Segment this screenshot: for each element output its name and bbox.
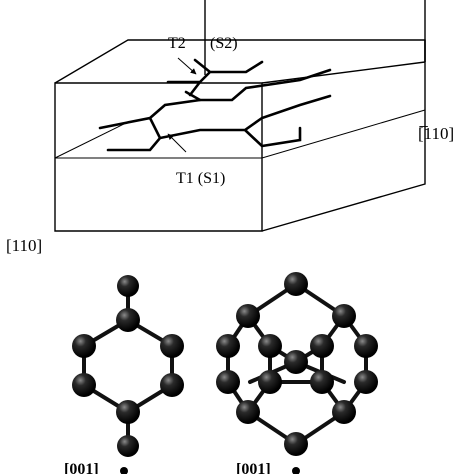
atoms-left bbox=[72, 275, 184, 457]
atom bbox=[310, 334, 334, 358]
atom bbox=[332, 304, 356, 328]
atom-model-right: [001] bbox=[216, 272, 378, 474]
upper-plane bbox=[204, 0, 426, 75]
atom bbox=[116, 308, 140, 332]
crystal-block: T2 (S2) T1 (S1) [̅110] [110] bbox=[6, 0, 454, 255]
atom bbox=[117, 275, 139, 297]
atom bbox=[72, 373, 96, 397]
label-t2: T2 bbox=[168, 35, 186, 52]
slice-plane-front bbox=[55, 109, 426, 159]
atom bbox=[284, 272, 308, 296]
block-front-face bbox=[54, 82, 263, 232]
atom bbox=[284, 350, 308, 374]
atom bbox=[117, 435, 139, 457]
atom bbox=[332, 400, 356, 424]
block-right-face bbox=[261, 40, 426, 232]
label-direction-right: [̅110] bbox=[418, 124, 454, 143]
atom-model-left: [001] bbox=[64, 275, 184, 474]
atom bbox=[216, 334, 240, 358]
atom bbox=[116, 400, 140, 424]
atom bbox=[258, 334, 282, 358]
axis-dot-right bbox=[292, 467, 300, 474]
atoms-right bbox=[216, 272, 378, 456]
axis-dot-left bbox=[120, 467, 128, 474]
atom bbox=[236, 400, 260, 424]
label-t1-s1: T1 (S1) bbox=[176, 170, 225, 187]
block-top-face bbox=[54, 39, 426, 84]
label-direction-left: [110] bbox=[6, 236, 42, 255]
atom bbox=[258, 370, 282, 394]
atom bbox=[216, 370, 240, 394]
network-s2 bbox=[166, 58, 332, 102]
arrow-t1 bbox=[167, 133, 187, 153]
arrow-t2 bbox=[177, 57, 197, 75]
atom bbox=[160, 334, 184, 358]
network-s1 bbox=[98, 94, 332, 152]
atom bbox=[354, 370, 378, 394]
atom bbox=[72, 334, 96, 358]
label-axis-right: [001] bbox=[236, 461, 271, 474]
atom bbox=[284, 432, 308, 456]
label-s2: (S2) bbox=[210, 35, 238, 52]
atom bbox=[236, 304, 260, 328]
atom bbox=[160, 373, 184, 397]
atom bbox=[354, 334, 378, 358]
slice-plane-top bbox=[54, 121, 129, 159]
atom bbox=[310, 370, 334, 394]
label-axis-left: [001] bbox=[64, 461, 99, 474]
